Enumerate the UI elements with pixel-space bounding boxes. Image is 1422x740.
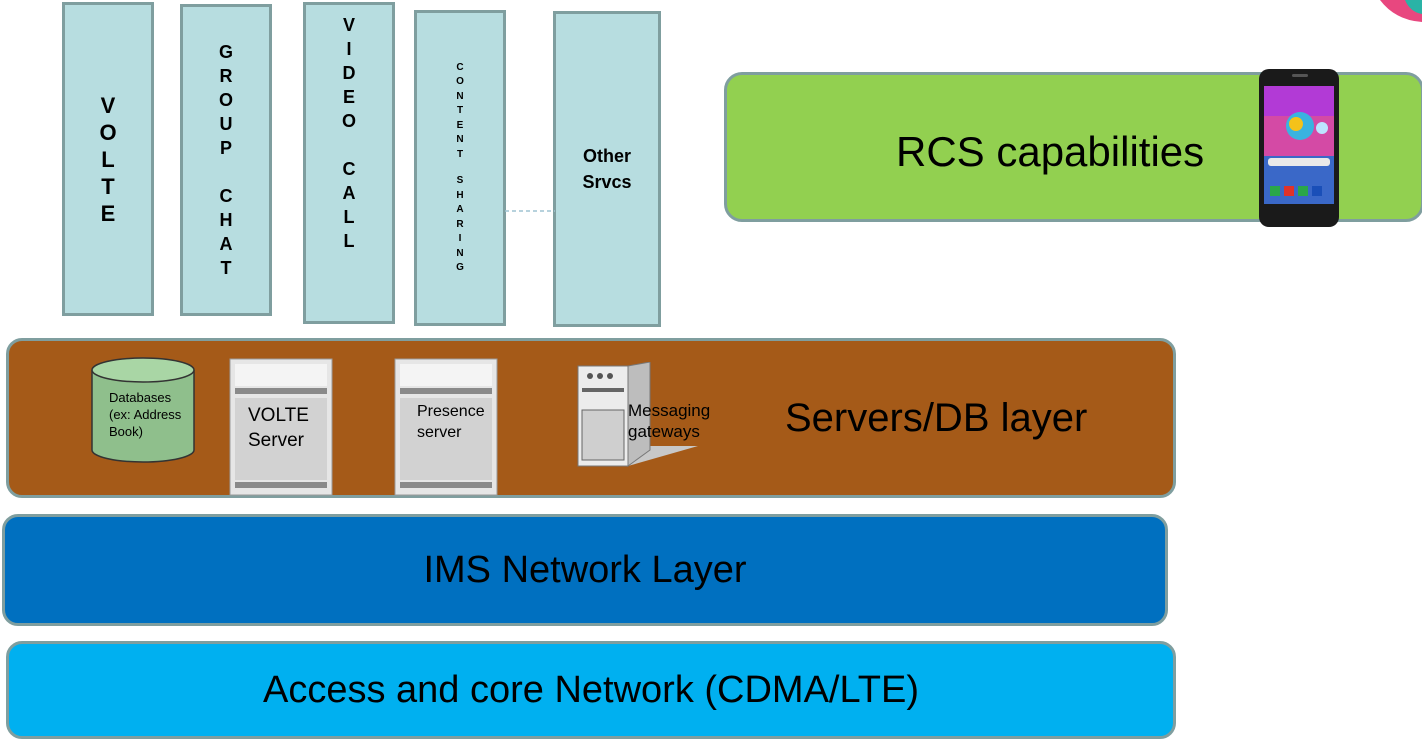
column-letter: E (100, 200, 116, 226)
column-letter: E (456, 119, 464, 131)
column-letter: O (341, 111, 356, 131)
column-letter: G (218, 42, 233, 62)
column-letter: N (456, 247, 464, 259)
column-letter: D (342, 63, 356, 83)
ims-network-layer-label: IMS Network Layer (423, 548, 747, 591)
column-letter: L (101, 146, 115, 172)
column-letter: T (220, 258, 232, 278)
column-letter: N (456, 134, 464, 145)
column-letter: C (342, 159, 356, 179)
servers-db-layer-label: Servers/DB layer (785, 396, 1088, 440)
column-letter: A (219, 234, 233, 254)
column-letter: L (343, 207, 355, 227)
column-letter: R (456, 218, 464, 230)
column-letter: R (219, 66, 233, 86)
databases-label: Databases (ex: Address Book) (109, 390, 182, 439)
column-letter: C (456, 61, 464, 73)
other-line1: Other (582, 146, 631, 166)
column-other-services: Other Srvcs (553, 11, 661, 327)
column-letter: H (456, 189, 464, 201)
decorative-swoosh (1380, 0, 1422, 22)
column-letter: V (100, 92, 116, 118)
dashed-connector (505, 210, 555, 212)
column-letter: A (456, 204, 464, 215)
volte-server-icon (229, 358, 333, 496)
rcs-capabilities-label: RCS capabilities (896, 128, 1205, 175)
database-icon (91, 357, 195, 463)
presence-server-icon (394, 358, 498, 496)
column-letter: I (458, 233, 462, 244)
other-line2: Srvcs (582, 172, 632, 192)
column-letter: H (219, 210, 233, 230)
column-letter: S (456, 175, 464, 186)
column-letter: O (456, 76, 464, 87)
access-core-network-label: Access and core Network (CDMA/LTE) (262, 668, 920, 711)
column-letter: A (342, 183, 356, 203)
column-letter: C (219, 186, 233, 206)
column-letter: O (99, 119, 117, 145)
volte-server-label: VOLTE Server (248, 405, 309, 451)
smartphone-icon (1259, 69, 1339, 227)
column-letter: V (342, 15, 355, 35)
column-letter: T (456, 105, 464, 116)
column-letter: O (218, 90, 233, 110)
column-letter: G (456, 262, 464, 273)
column-letter: U (219, 114, 233, 134)
access-core-network-layer: Access and core Network (CDMA/LTE) (6, 641, 1176, 739)
column-letter: I (346, 39, 352, 59)
column-letter: E (342, 87, 355, 107)
column-letter: T (101, 173, 115, 199)
ims-network-layer: IMS Network Layer (2, 514, 1168, 626)
presence-server-label: Presence server (417, 403, 485, 441)
column-letter: P (219, 138, 232, 158)
column-letter: L (343, 231, 355, 251)
messaging-gateways-label: Messaging gateways (628, 401, 711, 441)
column-letter: N (456, 90, 464, 102)
column-letter: T (456, 148, 464, 160)
messaging-gateway-icon (577, 362, 698, 467)
